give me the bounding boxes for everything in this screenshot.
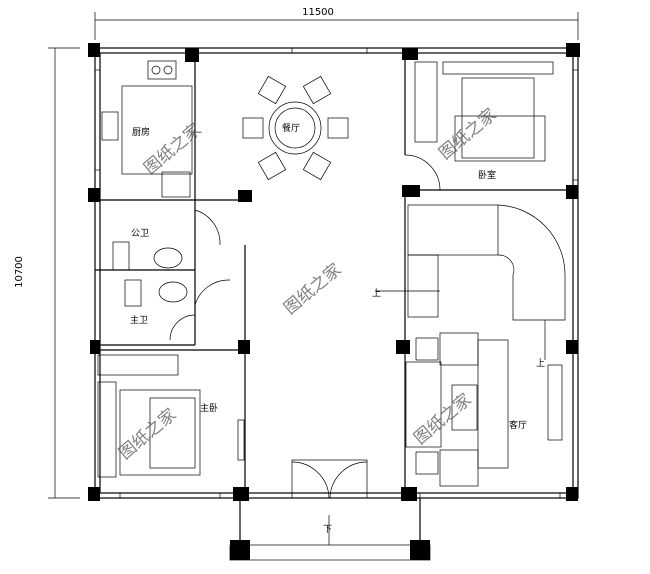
stairs-up-label-1: 上 (372, 288, 381, 299)
public-bath-label: 公卫 (131, 228, 149, 239)
bedroom: 卧室 (414, 61, 554, 181)
width-dimension: 11500 (302, 7, 334, 18)
dimension-left: 10700 (14, 47, 80, 499)
living-label: 客厅 (509, 419, 527, 431)
porch: 下 (229, 498, 431, 561)
watermark-text: 图纸之家 (410, 390, 475, 449)
dimension-top: 11500 (94, 7, 579, 40)
staircase: 上 上 (372, 204, 566, 369)
stairs-up-label-2: 上 (536, 358, 545, 369)
walls (94, 47, 579, 499)
bathrooms: 公卫 主卫 (112, 228, 188, 326)
dining-area: 餐厅 (242, 75, 349, 181)
master-bath-label: 主卫 (130, 314, 148, 326)
watermark-text: 图纸之家 (435, 105, 500, 164)
down-label: 下 (323, 525, 332, 535)
bedroom-label: 卧室 (478, 169, 496, 181)
kitchen: 厨房 (101, 60, 193, 198)
watermark-text: 图纸之家 (115, 405, 180, 464)
kitchen-label: 厨房 (132, 126, 150, 138)
watermark: 图纸之家 图纸之家 图纸之家 图纸之家 图纸之家 (115, 105, 500, 464)
master-bedroom-label: 主卧 (200, 402, 218, 414)
dining-label: 餐厅 (282, 122, 300, 134)
master-bedroom: 主卧 (97, 354, 245, 478)
living-room: 客厅 (405, 332, 563, 487)
height-dimension: 10700 (14, 256, 25, 288)
columns (88, 43, 580, 501)
watermark-text: 图纸之家 (280, 260, 345, 319)
